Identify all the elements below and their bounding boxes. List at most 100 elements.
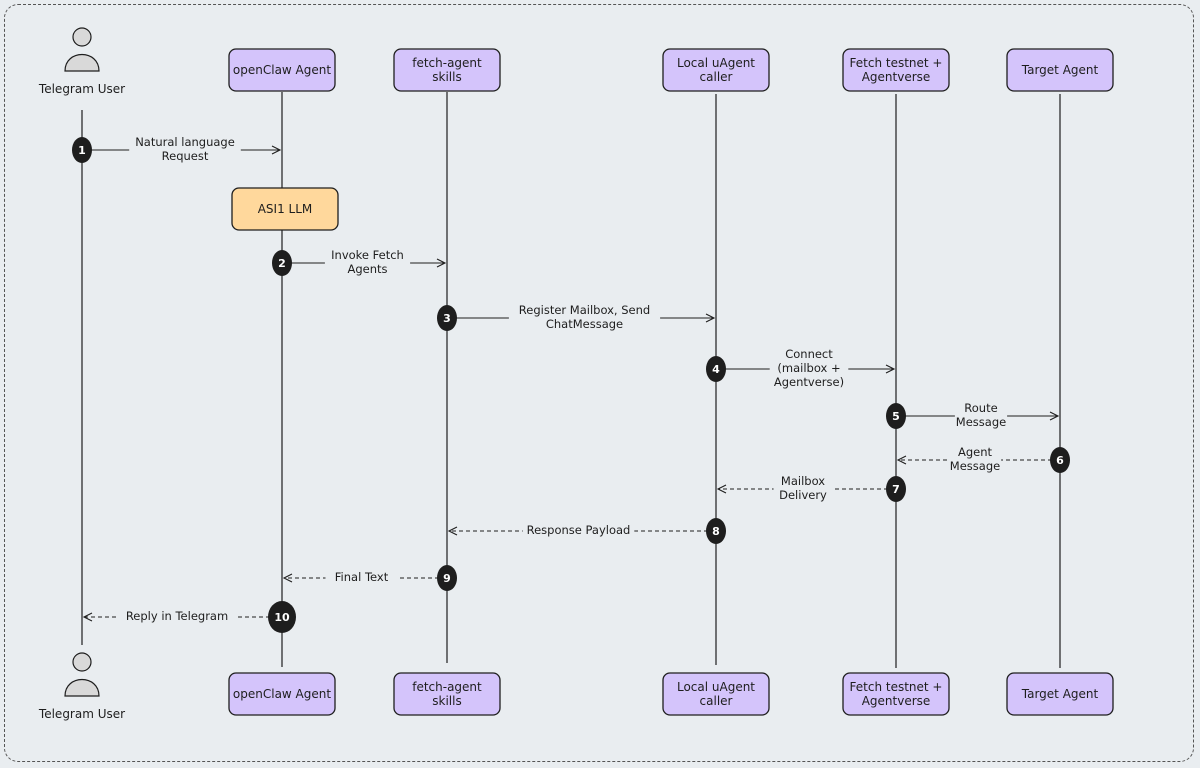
person-icon [64,652,100,697]
message-label: Message [950,459,1000,473]
message-label: Agents [347,262,387,276]
actor-box [1006,48,1114,92]
step-number: 5 [892,410,900,423]
actor-label: fetch-agent [412,680,482,694]
message-8: Response Payload 8 [447,518,726,544]
llm-note: ASI1 LLM [231,187,339,231]
message-label: Invoke Fetch [331,248,404,262]
actor-label: Agentverse [862,694,931,708]
actor-label: skills [432,70,461,84]
actor-label: openClaw Agent [233,63,331,77]
message-label: Connect [785,347,833,361]
actor-label: Target Agent [1021,687,1099,701]
message-9: Final Text 9 [282,565,457,591]
message-label: Route [964,401,997,415]
actor-box [1006,672,1114,716]
actor-label: skills [432,694,461,708]
actor-box [228,672,336,716]
message-label-bg [508,302,661,332]
step-badge [706,356,726,382]
arrow-head [896,455,907,465]
step-number: 7 [892,483,900,496]
actor-target-top: Target Agent [1006,48,1114,92]
message-label: Response Payload [527,523,631,537]
step-badge [886,476,906,502]
message-label: Message [956,415,1006,429]
message-label: Agent [958,445,993,459]
step-number: 3 [443,312,451,325]
actors-bottom: Telegram User openClaw Agent fetch-agentsk… [38,652,1114,721]
actor-label: caller [700,694,733,708]
actor-box [662,48,770,92]
step-number: 1 [78,144,86,157]
actor-testnet-top: Fetch testnet +Agentverse [842,48,950,92]
lifelines [81,92,1061,668]
arrow-head [1049,411,1060,421]
step-badge [437,565,457,591]
message-label-bg [773,473,833,503]
actor-label: Telegram User [38,707,125,721]
step-number: 10 [274,611,290,624]
note-label: ASI1 LLM [258,202,313,216]
message-label: Register Mailbox, Send [519,303,650,317]
message-label-bg [129,134,241,164]
message-label-bg [325,569,398,585]
actor-label: Local uAgent [677,680,755,694]
actor-box [842,48,950,92]
arrow-head [271,145,282,155]
step-badge [272,250,292,276]
actor-box [393,672,501,716]
step-badge [706,518,726,544]
step-badge [268,601,296,633]
message-label: Reply in Telegram [126,609,228,623]
arrow-head [885,364,896,374]
note-box [231,187,339,231]
actor-box [393,48,501,92]
step-badge [1050,447,1070,473]
actor-target-bottom: Target Agent [1006,672,1114,716]
message-label: Natural language [135,135,235,149]
message-label: Request [162,149,209,163]
step-number: 8 [712,525,720,538]
arrow-head [716,484,727,494]
message-label: Delivery [779,488,827,502]
actor-box [662,672,770,716]
arrow-head [705,313,716,323]
actor-label: Telegram User [38,82,125,96]
step-badge [72,137,92,163]
message-label: (mailbox + [777,361,840,375]
message-label-bg [117,608,237,624]
actor-label: openClaw Agent [233,687,331,701]
actor-label: Agentverse [862,70,931,84]
actor-label: Fetch testnet + [850,56,943,70]
actor-label: caller [700,70,733,84]
message-label: Final Text [335,570,389,584]
actor-box [842,672,950,716]
person-icon [64,27,100,72]
step-number: 9 [443,572,451,585]
actor-openclaw-bottom: openClaw Agent [228,672,336,716]
step-number: 4 [712,363,720,376]
message-label: ChatMessage [546,317,623,331]
actor-openclaw-top: openClaw Agent [228,48,336,92]
actor-user-bottom: Telegram User [38,652,125,721]
step-badge [886,403,906,429]
actor-label: Fetch testnet + [850,680,943,694]
message-label: Agentverse) [774,375,844,389]
arrow-head [436,258,447,268]
actors-top: Telegram User openClaw Agent fetch-agentsk… [38,27,1114,96]
step-number: 2 [278,257,286,270]
arrow-head [447,526,458,536]
arrow-head [82,612,93,622]
